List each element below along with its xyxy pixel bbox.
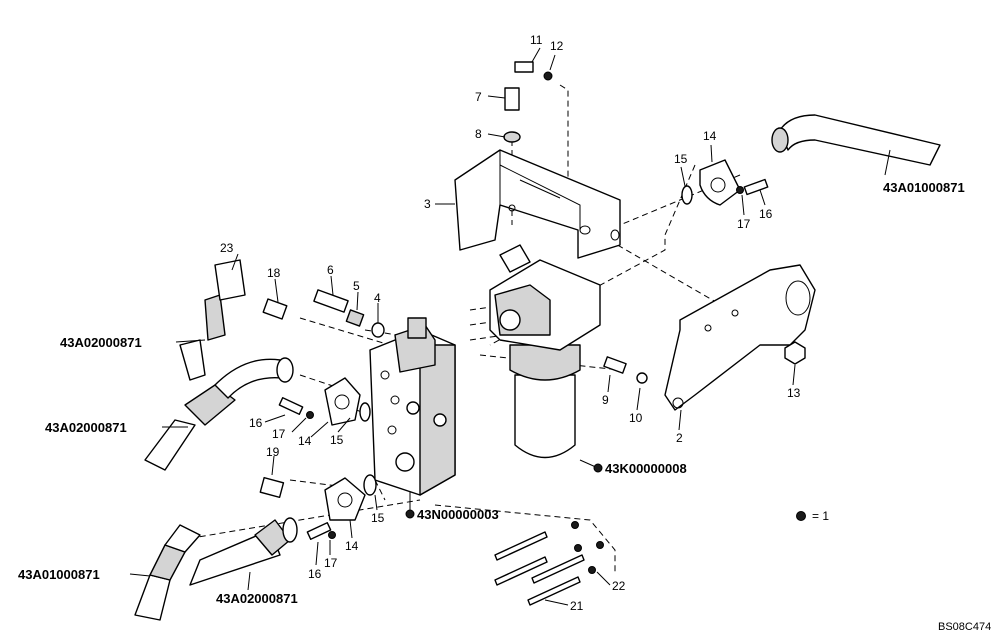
- label-13: 13: [787, 386, 801, 400]
- filter-assembly: [489, 244, 601, 459]
- ref-dot-43K: [593, 463, 603, 473]
- flange-part-14-top: [699, 159, 741, 206]
- label-9: 9: [602, 393, 609, 407]
- flange-part-14-mid: [324, 377, 361, 426]
- label-3: 3: [424, 197, 431, 211]
- code-hose-bottom-left: 43A01000871: [18, 567, 100, 582]
- label-7: 7: [475, 90, 482, 104]
- label-15-top: 15: [674, 152, 688, 166]
- fittings: [259, 61, 806, 540]
- code-hose-upper: 43A02000871: [60, 335, 142, 350]
- label-14-low: 14: [345, 539, 359, 553]
- code-hose-top: 43A01000871: [883, 180, 965, 195]
- label-16-top: 16: [759, 207, 773, 221]
- label-16-mid: 16: [249, 416, 263, 430]
- code-hose-bottom: 43A02000871: [216, 591, 298, 606]
- label-17-mid: 17: [272, 427, 286, 441]
- label-5: 5: [353, 279, 360, 293]
- label-17-low: 17: [324, 556, 338, 570]
- code-filter: 43K00000008: [605, 461, 687, 476]
- label-18: 18: [267, 266, 281, 280]
- hose-43A02000871-bottom: [189, 517, 298, 586]
- hose-43A02000871-middle: [144, 357, 294, 471]
- code-hose-middle: 43A02000871: [45, 420, 127, 435]
- leader-lines: [129, 47, 891, 606]
- hose-43A01000871-bottom: [134, 524, 201, 621]
- label-15-mid: 15: [330, 433, 344, 447]
- ref-dot-43N: [405, 509, 415, 519]
- label-14-top: 14: [703, 129, 717, 143]
- label-4: 4: [374, 291, 381, 305]
- legend-text: = 1: [812, 509, 829, 523]
- label-6: 6: [327, 263, 334, 277]
- plate-part-2: [664, 264, 816, 411]
- label-2: 2: [676, 431, 683, 445]
- label-12: 12: [550, 39, 564, 53]
- hose-43A01000871-top: [771, 114, 941, 166]
- label-21: 21: [570, 599, 584, 613]
- label-15-low: 15: [371, 511, 385, 525]
- label-14-mid: 14: [298, 434, 312, 448]
- label-19: 19: [266, 445, 280, 459]
- drawing-ref-code: BS08C474: [938, 621, 991, 633]
- label-11: 11: [530, 33, 543, 47]
- label-23: 23: [220, 241, 234, 255]
- bracket-part-3: [454, 149, 621, 259]
- flange-part-14-low: [324, 477, 366, 521]
- label-22: 22: [612, 579, 626, 593]
- label-16-low: 16: [308, 567, 322, 581]
- label-8: 8: [475, 127, 482, 141]
- bolts-part-21: [494, 521, 604, 606]
- code-valve-block: 43N00000003: [417, 507, 499, 522]
- legend-dot: [796, 511, 806, 521]
- label-10: 10: [629, 411, 643, 425]
- valve-block: [369, 317, 456, 496]
- label-17-top: 17: [737, 217, 751, 231]
- hose-43A02000871-upper: [179, 259, 246, 381]
